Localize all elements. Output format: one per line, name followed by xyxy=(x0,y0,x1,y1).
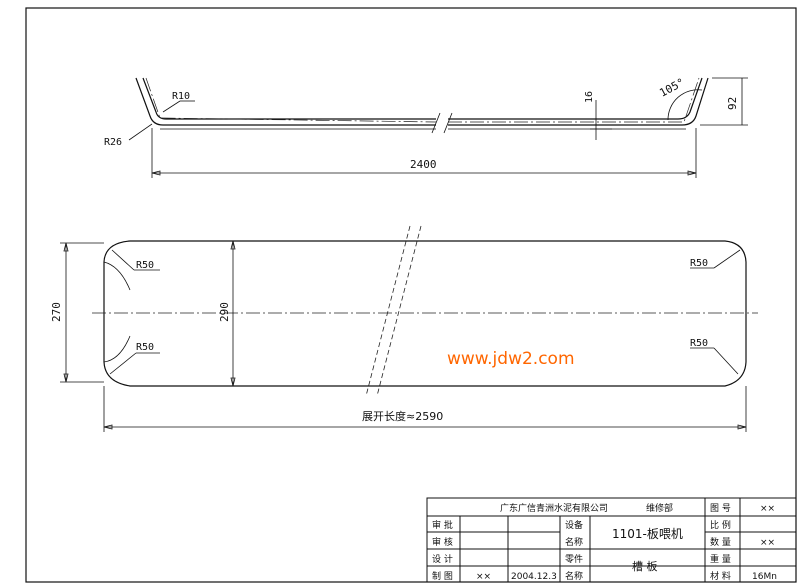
dim-r50-tl: R50 xyxy=(136,260,154,271)
side-profile-inner-right xyxy=(448,77,703,120)
r50-tr-leader xyxy=(713,249,741,269)
tb-part-name: 槽 板 xyxy=(632,559,658,573)
tb-equip-label-2: 名称 xyxy=(565,536,583,548)
dim-r10: R10 xyxy=(172,91,190,102)
r50-br-leader xyxy=(713,347,739,375)
dim-270-arrows xyxy=(63,242,69,383)
side-profile-outer xyxy=(135,77,436,126)
tb-material-value: 16Mn xyxy=(752,572,777,582)
dim-290: 290 xyxy=(218,302,231,322)
plate-fold-left-b xyxy=(103,335,131,363)
tb-qty-label: 数 量 xyxy=(710,536,731,548)
r50-bl-leader xyxy=(109,352,137,375)
tb-part-label-2: 名称 xyxy=(565,570,583,582)
tb-dept: 维修部 xyxy=(646,502,673,514)
tb-check-label: 审 核 xyxy=(432,536,453,548)
dim-r50-tr: R50 xyxy=(690,258,708,269)
tb-design-label: 设 计 xyxy=(432,553,453,565)
tb-drawing-no-label: 图 号 xyxy=(710,503,731,514)
tb-equip-name: 1101-板喂机 xyxy=(612,527,683,541)
tb-company: 广东广信青洲水泥有限公司 xyxy=(500,502,608,514)
tb-approve-label: 审 批 xyxy=(432,519,453,531)
plate-break-1 xyxy=(365,225,411,397)
sheet-border xyxy=(25,7,797,583)
tb-draw-name: ×× xyxy=(476,572,491,582)
dim-92: 92 xyxy=(726,97,739,110)
dim-2400-arrows xyxy=(151,170,697,176)
dim-unfold-arrows xyxy=(103,424,747,430)
tb-material-label: 材 料 xyxy=(710,570,731,582)
tb-ratio-label: 比 例 xyxy=(710,519,731,531)
tb-qty-value: ×× xyxy=(760,538,775,548)
angle-arc xyxy=(667,89,703,121)
dim-16: 16 xyxy=(584,91,595,103)
dim-2400: 2400 xyxy=(410,158,437,171)
side-centerline xyxy=(145,77,700,123)
r50-tl-leader xyxy=(111,249,135,271)
dim-290-arrows xyxy=(230,240,236,387)
watermark: www.jdw2.com xyxy=(447,349,575,369)
plate-outline xyxy=(103,240,747,387)
tb-part-label-1: 零件 xyxy=(565,553,583,565)
dim-unfold-length: 展开长度≈2590 xyxy=(362,409,443,423)
title-block: 广东广信青洲水泥有限公司 维修部 图 号 ×× 审 批 审 核 设 计 制 图 … xyxy=(426,497,797,583)
dim-r26: R26 xyxy=(104,137,122,148)
title-block-frame xyxy=(426,497,797,583)
tb-drawing-no-value: ×× xyxy=(760,504,775,514)
tb-weight-label: 重 量 xyxy=(710,553,731,565)
side-profile-inner xyxy=(142,77,436,120)
r26-leader xyxy=(128,123,153,141)
side-profile-outer-right xyxy=(448,77,709,126)
dim-270: 270 xyxy=(50,302,63,322)
tb-draw-label: 制 图 xyxy=(432,570,453,582)
plate-break-2 xyxy=(376,225,422,397)
tb-date: 2004.12.3 xyxy=(511,572,557,582)
side-break-mark xyxy=(431,112,453,134)
tb-equip-label-1: 设备 xyxy=(565,519,583,531)
dim-r50-br: R50 xyxy=(690,338,708,349)
side-view: R10 R26 16 105° 92 2400 xyxy=(104,76,748,178)
r10-leader xyxy=(162,100,181,113)
dim-angle: 105° xyxy=(657,76,687,100)
plan-view: R50 R50 R50 R50 270 290 展开长度≈2590 xyxy=(50,225,758,432)
plate-fold-left xyxy=(103,261,131,291)
dim-r50-bl: R50 xyxy=(136,342,154,353)
